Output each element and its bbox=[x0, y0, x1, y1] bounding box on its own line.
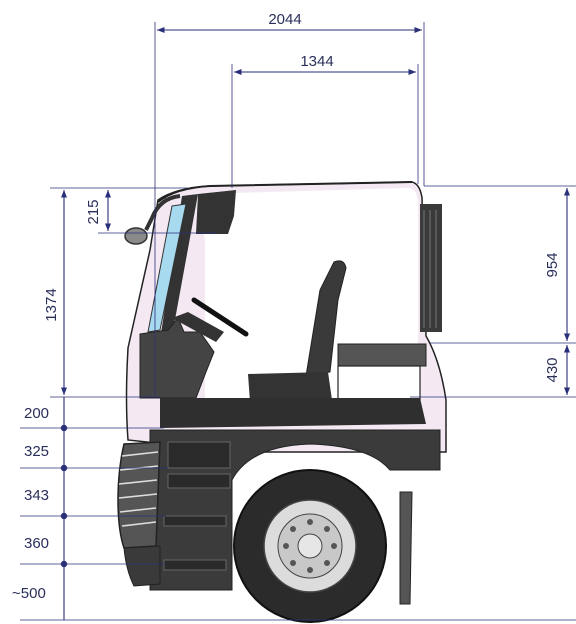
a-pillar bbox=[160, 194, 198, 340]
label-step-3: 343 bbox=[24, 487, 49, 504]
mirror-icon bbox=[124, 227, 148, 245]
label-step-4: 360 bbox=[24, 535, 49, 552]
label-ground-clearance: ~500 bbox=[12, 585, 46, 602]
cab-roof-line bbox=[157, 181, 413, 203]
seat-cushion bbox=[248, 372, 332, 402]
label-cab-width: 1344 bbox=[300, 53, 333, 70]
rear-bunk-base bbox=[337, 365, 421, 401]
cab-floor bbox=[160, 398, 426, 428]
rear-bunk bbox=[337, 343, 427, 367]
label-rear-lower: 430 bbox=[544, 357, 561, 382]
truck-cab-illustration bbox=[117, 181, 447, 623]
mudguard-bracket bbox=[399, 491, 413, 605]
dimension-lines bbox=[20, 22, 576, 621]
label-rear-upper: 954 bbox=[544, 252, 561, 277]
front-bumper bbox=[123, 545, 161, 587]
lower-chassis bbox=[149, 429, 441, 591]
entry-steps bbox=[163, 441, 231, 571]
label-visor-offset: 215 bbox=[85, 199, 102, 224]
front-wheel bbox=[233, 469, 387, 623]
rear-rib-panel bbox=[420, 204, 442, 332]
label-step-1: 200 bbox=[24, 405, 49, 422]
front-grille bbox=[117, 441, 161, 549]
wheel-nuts bbox=[283, 519, 337, 573]
label-overall-width: 2044 bbox=[268, 11, 301, 28]
steering-wheel bbox=[191, 297, 249, 337]
dimension-labels: 2044 1344 215 1374 954 430 200 325 343 3… bbox=[12, 11, 561, 602]
upper-pillar bbox=[196, 190, 236, 234]
label-cab-height: 1374 bbox=[43, 288, 60, 321]
steering-column bbox=[172, 312, 224, 342]
mirror-arm bbox=[144, 194, 181, 231]
windshield bbox=[147, 203, 187, 333]
label-step-2: 325 bbox=[24, 443, 49, 460]
